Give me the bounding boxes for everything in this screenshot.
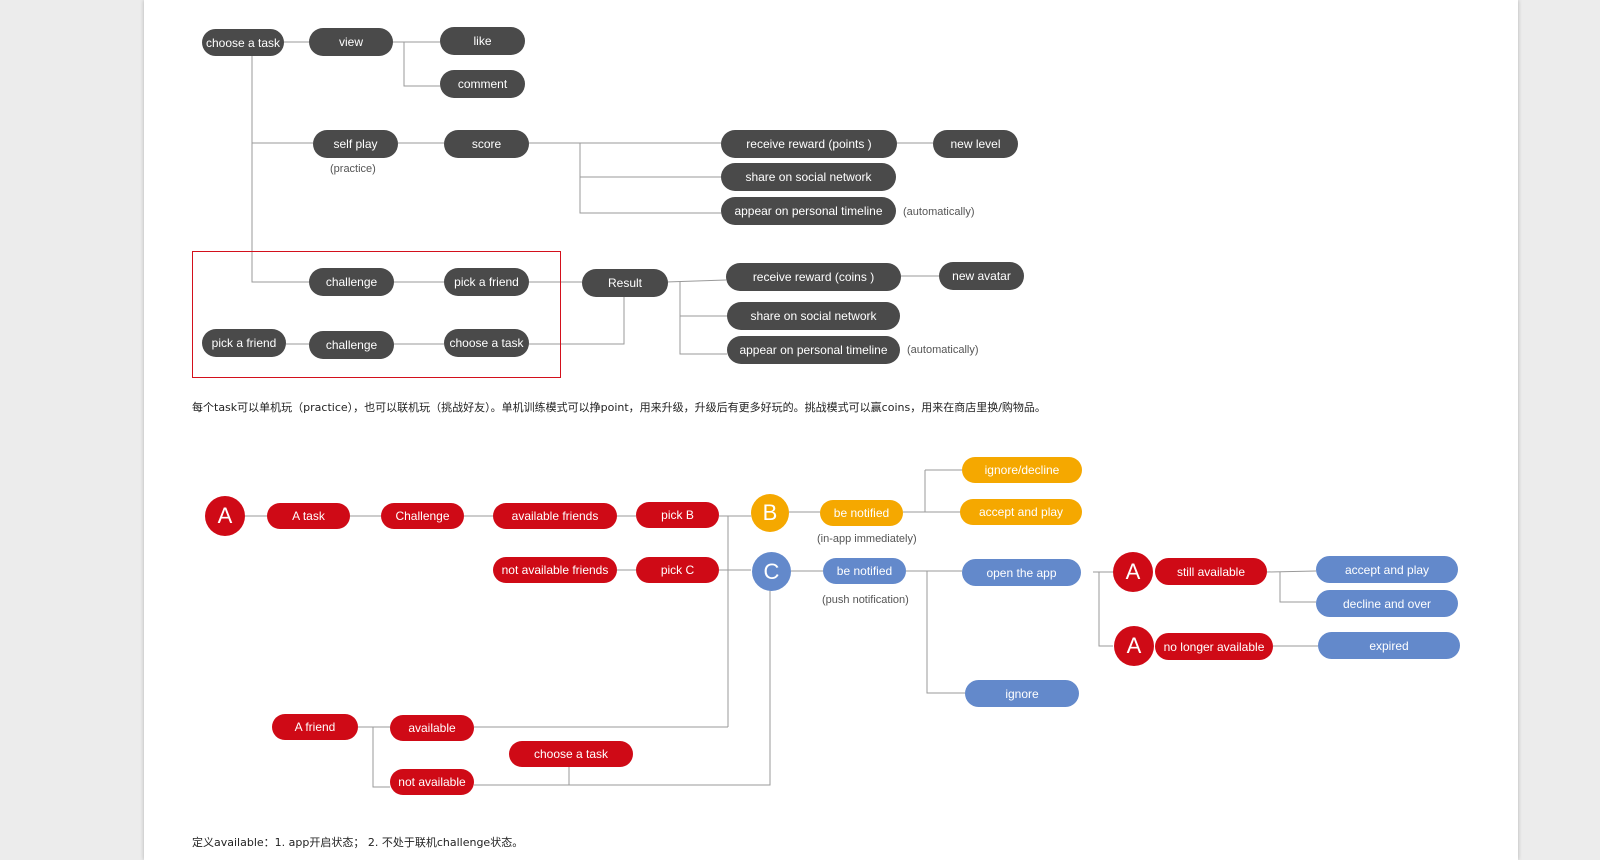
- circle-c: C: [752, 552, 791, 591]
- node-choose-a-task: choose a task: [202, 29, 284, 56]
- node-like: like: [440, 27, 525, 55]
- node-new-level: new level: [933, 130, 1018, 158]
- node-accept-and-play-c: accept and play: [1316, 556, 1458, 583]
- circle-b: B: [751, 494, 789, 532]
- note-in-app-immediately: (in-app immediately): [817, 533, 917, 545]
- note-push-notification: (push notification): [822, 594, 909, 606]
- highlight-box-challenge: [192, 251, 561, 378]
- node-score: score: [444, 130, 529, 158]
- node-choose-a-task-2: choose a task: [444, 329, 529, 357]
- node-available-friends: available friends: [493, 503, 617, 529]
- node-a-friend: A friend: [272, 714, 358, 740]
- node-receive-reward-coins: receive reward (coins ): [726, 263, 901, 291]
- node-still-available: still available: [1155, 558, 1267, 585]
- node-share-social-network-2: share on social network: [727, 302, 900, 330]
- node-no-longer-available: no longer available: [1155, 633, 1273, 660]
- note-practice: (practice): [330, 163, 376, 175]
- node-pick-a-friend-2: pick a friend: [202, 329, 286, 357]
- node-receive-reward-points: receive reward (points ): [721, 130, 897, 158]
- node-be-notified-c: be notified: [823, 558, 906, 584]
- node-open-the-app: open the app: [962, 559, 1081, 586]
- note-automatically-1: (automatically): [903, 206, 975, 218]
- node-ignore-decline: ignore/decline: [962, 457, 1082, 483]
- node-challenge-1: challenge: [309, 268, 394, 296]
- node-ignore: ignore: [965, 680, 1079, 707]
- node-a-task: A task: [267, 503, 350, 529]
- node-be-notified-b: be notified: [820, 500, 903, 526]
- node-personal-timeline-2: appear on personal timeline: [727, 336, 900, 364]
- node-pick-a-friend-1: pick a friend: [444, 268, 529, 296]
- description-paragraph: 每个task可以单机玩（practice），也可以联机玩（挑战好友）。单机训练模…: [192, 401, 1046, 414]
- node-personal-timeline-1: appear on personal timeline: [721, 197, 896, 225]
- note-automatically-2: (automatically): [907, 344, 979, 356]
- node-not-available: not available: [390, 769, 474, 795]
- definition-text: 定义available：1. app开启状态； 2. 不处于联机challeng…: [192, 836, 524, 849]
- node-comment: comment: [440, 70, 525, 98]
- node-decline-and-over: decline and over: [1316, 590, 1458, 617]
- node-challenge-red: Challenge: [381, 503, 464, 529]
- node-expired: expired: [1318, 632, 1460, 659]
- node-new-avatar: new avatar: [939, 262, 1024, 290]
- node-choose-a-task-red: choose a task: [509, 741, 633, 767]
- node-pick-c: pick C: [636, 557, 719, 583]
- node-self-play: self play: [313, 130, 398, 158]
- circle-a-start: A: [205, 496, 245, 536]
- circle-a-still: A: [1113, 552, 1153, 592]
- node-accept-and-play-b: accept and play: [960, 499, 1082, 525]
- node-not-available-friends: not available friends: [493, 557, 617, 583]
- node-share-social-network-1: share on social network: [721, 163, 896, 191]
- circle-a-no-longer: A: [1114, 626, 1154, 666]
- node-pick-b: pick B: [636, 502, 719, 528]
- node-result: Result: [582, 269, 668, 297]
- node-view: view: [309, 28, 393, 56]
- node-challenge-2: challenge: [309, 331, 394, 359]
- node-available: available: [390, 715, 474, 741]
